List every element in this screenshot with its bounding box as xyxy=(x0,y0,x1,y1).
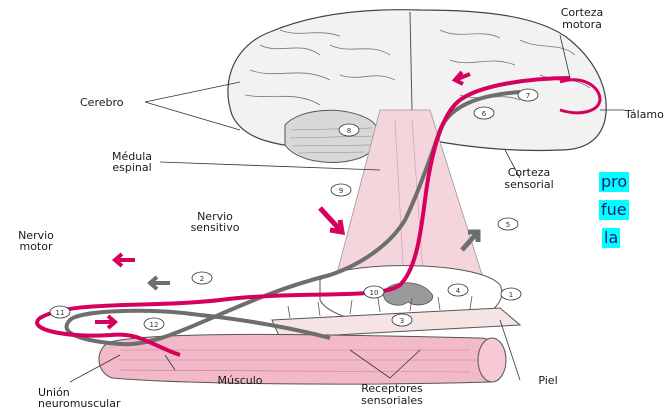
marker-3: 3 xyxy=(392,314,412,326)
svg-text:1: 1 xyxy=(509,291,513,299)
medula-leader-line xyxy=(160,162,380,170)
label-receptores-line2: sensoriales xyxy=(361,394,423,407)
label-nervio-sensitivo-line2: sensitivo xyxy=(191,221,240,234)
arrow-9-icon xyxy=(320,208,342,232)
marker-1: 1 xyxy=(501,288,521,300)
svg-text:4: 4 xyxy=(456,287,461,295)
marker-8: 8 xyxy=(339,124,359,136)
marker-2: 2 xyxy=(192,272,212,284)
label-musculo: Músculo xyxy=(218,374,263,387)
label-union-line2: neuromuscular xyxy=(38,397,121,410)
label-medula-line2: espinal xyxy=(112,161,151,174)
marker-4: 4 xyxy=(448,284,468,296)
highlight-text-1: pro xyxy=(599,172,629,192)
arrow-2-icon xyxy=(150,277,170,289)
highlight-text-3: la xyxy=(602,228,620,248)
label-corteza-sensorial-line2: sensorial xyxy=(504,178,553,191)
marker-11: 11 xyxy=(50,306,70,318)
svg-text:2: 2 xyxy=(200,275,204,283)
svg-text:7: 7 xyxy=(526,92,530,100)
label-piel: Piel xyxy=(538,374,557,387)
cerebro-leader-line xyxy=(145,82,240,130)
muscle-illustration xyxy=(99,334,506,384)
label-corteza-motora-line2: motora xyxy=(562,18,602,31)
svg-text:11: 11 xyxy=(56,309,65,317)
svg-text:8: 8 xyxy=(347,127,351,135)
svg-text:9: 9 xyxy=(339,187,343,195)
marker-9: 9 xyxy=(331,184,351,196)
label-cerebro: Cerebro xyxy=(80,96,124,109)
highlight-text-2: fue xyxy=(599,200,629,220)
arrow-sensory-icon xyxy=(115,254,135,266)
arrow-11-icon xyxy=(95,316,115,328)
svg-text:3: 3 xyxy=(400,317,404,325)
svg-text:5: 5 xyxy=(506,221,510,229)
marker-5: 5 xyxy=(498,218,518,230)
marker-6: 6 xyxy=(474,107,494,119)
label-talamo: Tálamo xyxy=(624,108,664,121)
marker-7: 7 xyxy=(518,89,538,101)
marker-10: 10 xyxy=(364,286,384,298)
svg-text:12: 12 xyxy=(150,321,159,329)
label-nervio-motor-line2: motor xyxy=(19,240,52,253)
marker-12: 12 xyxy=(144,318,164,330)
svg-text:6: 6 xyxy=(482,110,487,118)
svg-text:10: 10 xyxy=(370,289,379,297)
